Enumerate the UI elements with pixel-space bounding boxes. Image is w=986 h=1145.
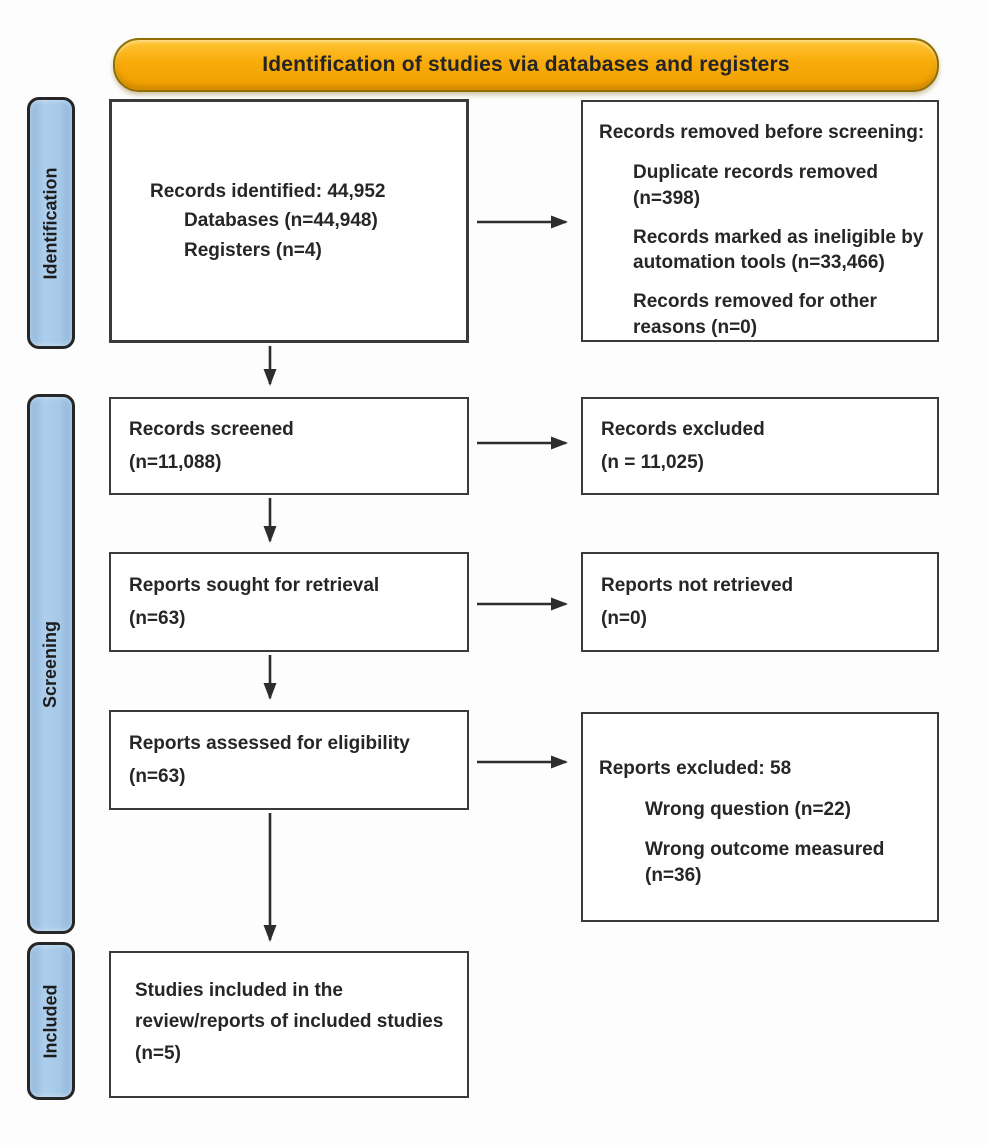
- box-records-identified: Records identified: 44,952 Databases (n=…: [109, 99, 469, 343]
- records-identified-registers: Registers (n=4): [184, 239, 322, 261]
- stage-label-included: Included: [40, 983, 61, 1059]
- records-removed-automation: Records marked as ineligible by automati…: [633, 226, 924, 274]
- box-records-excluded: Records excluded (n = 11,025): [581, 397, 939, 495]
- stage-label-screening: Screening: [40, 620, 61, 708]
- reports-assessed-label: Reports assessed for eligibility: [129, 732, 410, 754]
- reports-excluded-title: Reports excluded: 58: [599, 758, 792, 779]
- stage-bar-included: Included: [27, 942, 75, 1100]
- records-removed-other: Records removed for other reasons (n=0): [633, 291, 877, 338]
- diagram-title-banner: Identification of studies via databases …: [113, 38, 939, 92]
- reports-not-retrieved-count: (n=0): [601, 608, 647, 629]
- records-excluded-label: Records excluded: [601, 418, 765, 440]
- records-screened-count: (n=11,088): [129, 452, 222, 473]
- diagram-title: Identification of studies via databases …: [262, 53, 790, 76]
- reports-sought-label: Reports sought for retrieval: [129, 574, 380, 596]
- records-removed-title: Records removed before screening:: [599, 122, 925, 143]
- box-studies-included: Studies included in the review/reports o…: [109, 951, 469, 1098]
- records-removed-duplicates: Duplicate records removed (n=398): [633, 162, 878, 210]
- records-excluded-count: (n = 11,025): [601, 452, 704, 473]
- reports-sought-count: (n=63): [129, 608, 186, 629]
- records-screened-label: Records screened: [129, 418, 294, 440]
- reports-not-retrieved-label: Reports not retrieved: [601, 574, 794, 596]
- stage-bar-identification: Identification: [27, 97, 75, 349]
- box-reports-assessed: Reports assessed for eligibility (n=63): [109, 710, 469, 810]
- records-identified-total: Records identified: 44,952: [150, 180, 386, 202]
- stage-label-identification: Identification: [40, 167, 61, 279]
- box-records-removed: Records removed before screening: Duplic…: [581, 100, 939, 342]
- studies-included-text: Studies included in the review/reports o…: [135, 980, 444, 1064]
- reports-excluded-wrong-outcome: Wrong outcome measured (n=36): [645, 839, 885, 886]
- stage-bar-screening: Screening: [27, 394, 75, 934]
- box-reports-sought: Reports sought for retrieval (n=63): [109, 552, 469, 652]
- box-reports-excluded: Reports excluded: 58 Wrong question (n=2…: [581, 712, 939, 922]
- box-reports-not-retrieved: Reports not retrieved (n=0): [581, 552, 939, 652]
- reports-excluded-wrong-question: Wrong question (n=22): [645, 799, 852, 821]
- box-records-screened: Records screened (n=11,088): [109, 397, 469, 495]
- reports-assessed-count: (n=63): [129, 766, 186, 787]
- records-identified-databases: Databases (n=44,948): [184, 210, 378, 232]
